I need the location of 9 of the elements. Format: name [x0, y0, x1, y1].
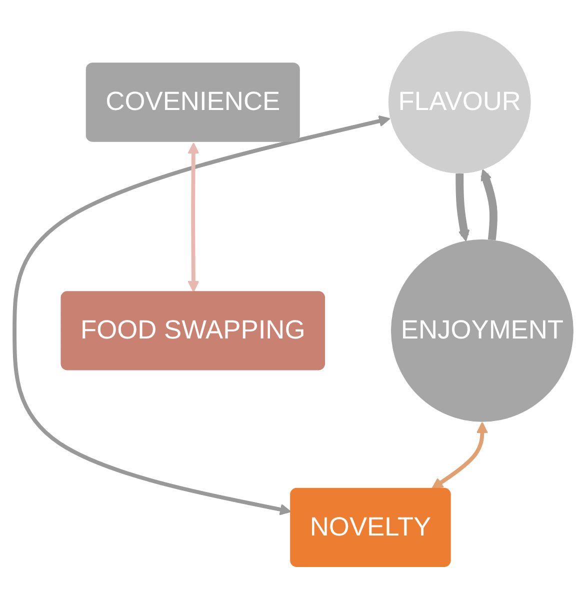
arrow [480, 168, 498, 240]
arrow [432, 421, 488, 489]
arrow [188, 142, 200, 292]
node-box: COVENIENCE [86, 62, 300, 142]
arrow [456, 172, 470, 241]
arrow [12, 114, 390, 515]
node-circle: ENJOYMENT [390, 238, 574, 422]
node-box: NOVELTY [290, 487, 451, 566]
node-box: FOOD SWAPPING [60, 290, 326, 370]
